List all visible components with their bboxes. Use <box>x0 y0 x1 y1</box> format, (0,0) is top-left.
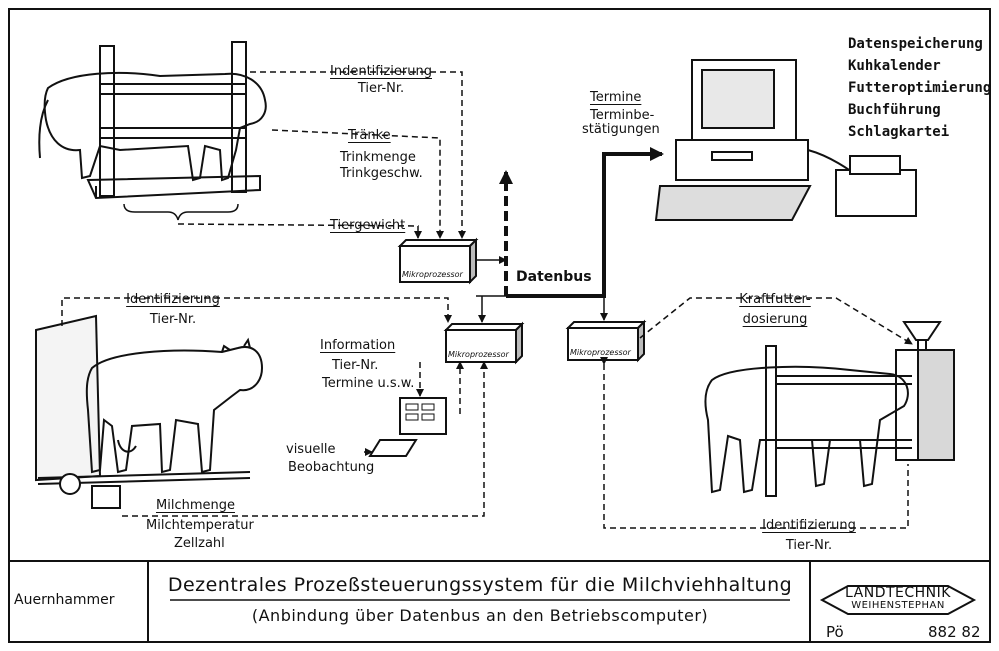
computer-function-item: Datenspeicherung <box>848 36 983 52</box>
data-bus <box>499 147 664 298</box>
farm-computer-illustration <box>654 59 917 221</box>
information-sub1: Tier-Nr. <box>332 358 379 373</box>
identification-left-label: Identifizierung <box>126 292 220 307</box>
microprocessor-box-3 <box>565 319 647 363</box>
identification-right-sub: Tier-Nr. <box>785 538 833 553</box>
information-sub2: Termine u.s.w. <box>322 376 415 391</box>
outer-frame <box>8 8 991 643</box>
computer-function-item: Buchführung <box>848 102 941 118</box>
microprocessor-box-1 <box>397 237 479 285</box>
concentrate-label-1: Kraftfutter- <box>739 292 811 307</box>
identification-top-label: Indentifizierung <box>330 64 432 79</box>
watering-sub2: Trinkgeschw. <box>340 166 423 181</box>
info-terminal-illustration <box>368 397 447 457</box>
feeding-cow-illustration <box>704 321 955 497</box>
concentrate-label-2: dosierung <box>742 312 808 327</box>
logo-line2: WEIHENSTEPHAN <box>851 600 945 611</box>
milk-sub1: Milchtemperatur <box>146 518 254 533</box>
databus-label: Datenbus <box>516 269 592 285</box>
appointments-label: Termine <box>590 90 642 105</box>
milk-label: Milchmenge <box>156 498 235 513</box>
footer-subtitle: (Anbindung über Datenbus an den Betriebs… <box>251 606 709 625</box>
cow-weighing-station-illustration <box>38 41 267 221</box>
computer-function-item: Futteroptimierung <box>848 80 992 96</box>
footer-code: Pö <box>826 623 844 641</box>
computer-function-item: Kuhkalender <box>848 58 941 74</box>
microprocessor-2-label: Mikroprozessor <box>448 350 509 359</box>
watering-sub1: Trinkmenge <box>340 150 416 165</box>
visual-label-1: visuelle <box>286 442 336 457</box>
identification-left-sub: Tier-Nr. <box>149 312 197 327</box>
logo-line1: LANDTECHNIK <box>845 585 951 601</box>
visual-label-2: Beobachtung <box>288 460 375 475</box>
sensor-connections <box>61 71 913 529</box>
microprocessor-box-2 <box>443 321 525 365</box>
milking-cow-illustration <box>35 314 264 509</box>
milk-sub2: Zellzahl <box>174 536 225 551</box>
microprocessor-1-label: Mikroprozessor <box>402 270 463 279</box>
weight-label: Tiergewicht <box>330 218 406 233</box>
identification-top-sub: Tier-Nr. <box>357 81 405 96</box>
logo-diamond <box>819 585 977 615</box>
identification-right-label: Identifizierung <box>762 518 856 533</box>
information-label: Information <box>320 338 396 353</box>
watering-label: Tränke <box>348 128 391 143</box>
computer-functions-list: Datenspeicherung Kuhkalender Futteroptim… <box>848 33 991 143</box>
appointments-sub2: stätigungen <box>582 122 660 137</box>
footer-title: Dezentrales Prozeßsteuerungssystem für d… <box>167 574 793 596</box>
computer-function-item: Schlagkartei <box>848 124 950 140</box>
footer-author: Auernhammer <box>14 592 115 608</box>
footer-number: 882 82 <box>928 623 981 641</box>
appointments-sub1: Terminbe- <box>590 108 655 123</box>
microprocessor-3-label: Mikroprozessor <box>570 348 631 357</box>
